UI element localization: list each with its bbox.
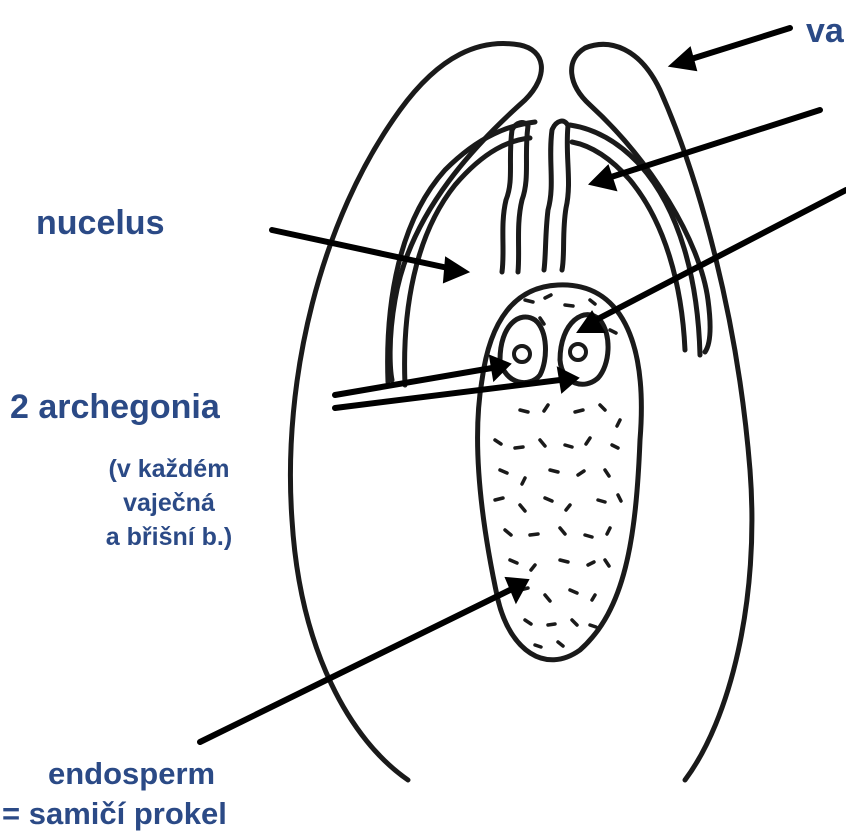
archegonia-note-line1: (v každém [64, 452, 274, 486]
integument-left [290, 44, 541, 780]
arrow-endosperm [200, 590, 510, 742]
egg-cell-right [570, 344, 586, 360]
arrow-integument [688, 28, 790, 60]
arrow-micropyle-head [590, 166, 616, 190]
arrow-archegonium-right-head [558, 368, 578, 392]
arrow-integument-head [670, 48, 696, 70]
arrow-archegonium-right [335, 380, 560, 408]
archegonia-note-line3: a břišní b.) [64, 520, 274, 554]
label-archegonia: 2 archegonia [10, 388, 220, 427]
micropyle-tube-right [544, 121, 569, 270]
label-nucelus: nucelus [36, 204, 164, 243]
arrow-micropyle [608, 110, 820, 178]
label-top-right: va [806, 12, 844, 51]
archegonia-note-line2: vaječná [64, 486, 274, 520]
label-endosperm: endosperm [48, 756, 215, 792]
egg-cell-left [514, 346, 530, 362]
arrow-nucelus-head [444, 258, 468, 282]
label-archegonia-note: (v každém vaječná a břišní b.) [64, 452, 274, 554]
archegonium-left-outline [500, 317, 545, 383]
arrow-archegonium-top [592, 190, 846, 322]
label-endosperm-definition: = samičí prokel [2, 796, 227, 832]
